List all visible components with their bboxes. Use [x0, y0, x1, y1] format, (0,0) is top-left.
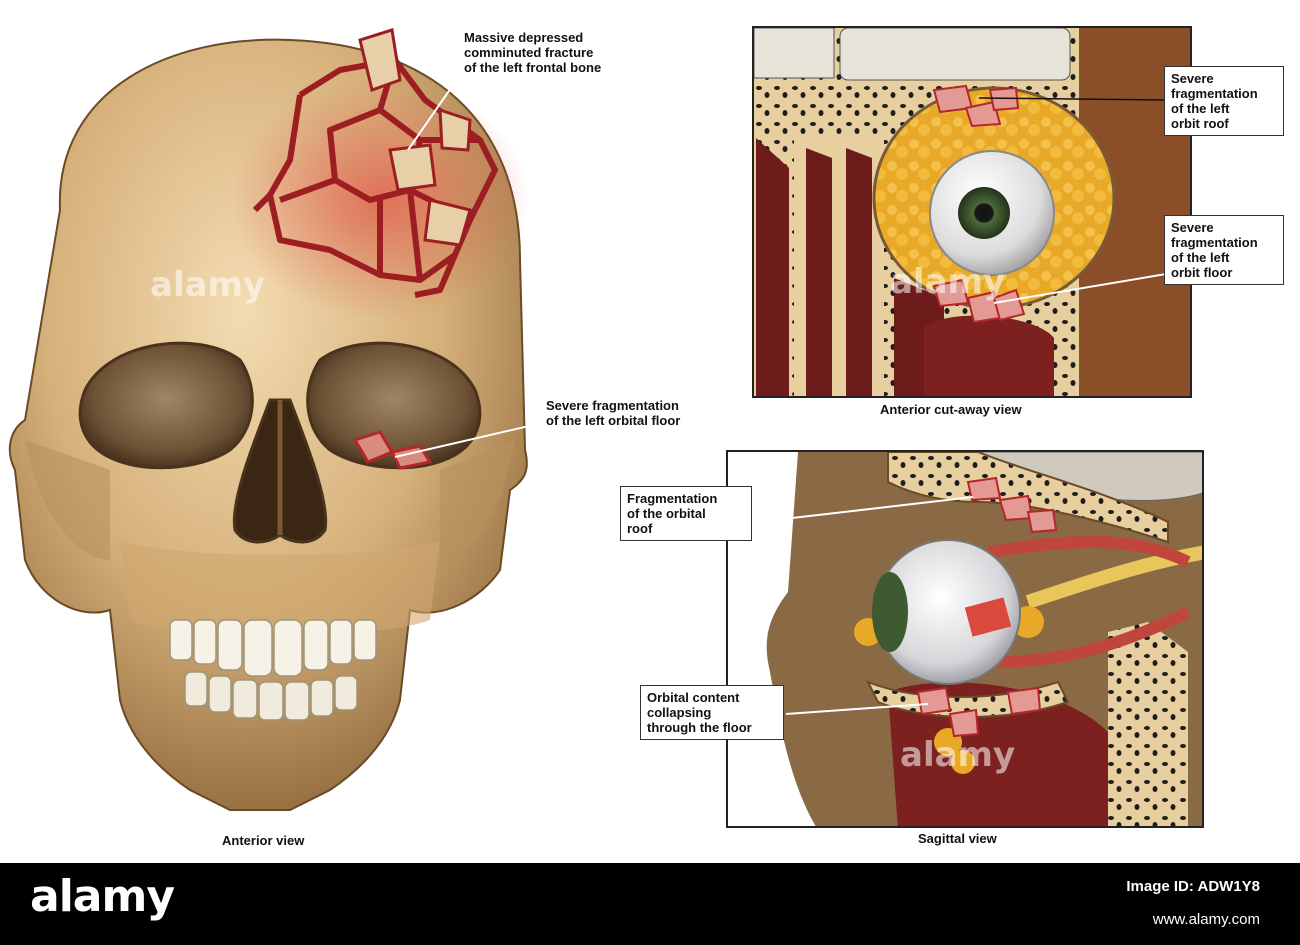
watermark: alamy — [900, 735, 1016, 775]
anterior-view-caption: Anterior view — [222, 833, 305, 848]
orbital-floor-fracture-icon — [352, 430, 433, 470]
footer-bar: alamy Image ID: ADW1Y8 www.alamy.com — [0, 863, 1300, 945]
right-orbit — [78, 341, 254, 470]
upper-teeth — [169, 619, 377, 677]
sagittal-roof-fragments-icon — [966, 476, 1058, 534]
anterior-skull-illustration — [8, 28, 556, 811]
sagittal-view-caption: Sagittal view — [918, 831, 997, 846]
brand-logo[interactable]: alamy — [30, 871, 175, 922]
orbit-roof-label: Severe fragmentation of the left orbit r… — [1164, 66, 1284, 136]
lower-teeth — [184, 671, 358, 721]
site-url[interactable]: www.alamy.com — [1152, 911, 1260, 928]
iris — [958, 187, 1010, 239]
bone-fragments — [358, 28, 472, 247]
cutaway-panel — [752, 26, 1192, 398]
image-id: Image ID: ADW1Y8 — [1126, 878, 1260, 895]
watermark: alamy — [890, 262, 1006, 302]
cutaway-illustration — [754, 28, 1190, 396]
frontal-fracture-label: Massive depressed comminuted fracture of… — [464, 30, 602, 75]
orbital-roof-label: Fragmentation of the orbital roof — [620, 486, 752, 541]
orbital-content-label: Orbital content collapsing through the f… — [640, 685, 784, 740]
orbit-floor-fragments-icon — [932, 278, 1026, 324]
sagittal-panel — [726, 450, 1204, 828]
orbital-floor-label: Severe fragmentation of the left orbital… — [546, 398, 681, 428]
sagittal-illustration — [728, 452, 1202, 826]
watermark: alamy — [150, 265, 266, 305]
orbit-floor-label: Severe fragmentation of the left orbit f… — [1164, 215, 1284, 285]
left-orbit — [306, 341, 482, 470]
sagittal-floor-fragments-icon — [916, 686, 1042, 738]
cutaway-view-caption: Anterior cut-away view — [880, 402, 1022, 417]
